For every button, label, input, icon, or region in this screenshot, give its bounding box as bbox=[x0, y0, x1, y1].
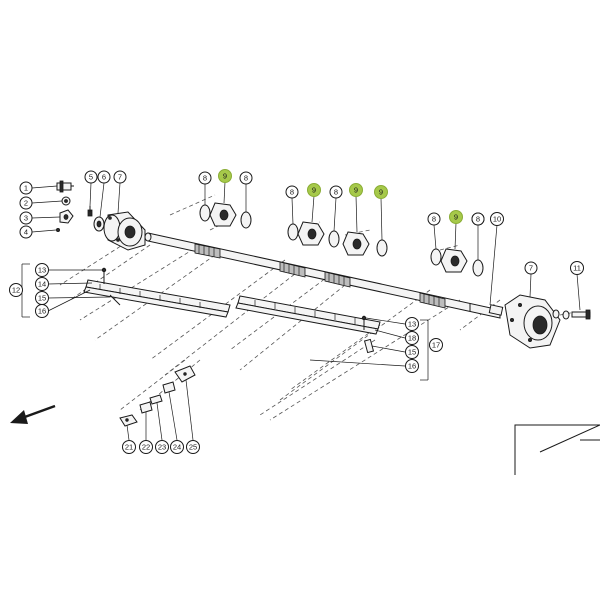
svg-text:24: 24 bbox=[173, 443, 181, 452]
callout-11: 11 bbox=[570, 261, 584, 275]
callout-8-a: 8 bbox=[198, 171, 212, 185]
svg-text:16: 16 bbox=[408, 362, 416, 371]
callout-4: 4 bbox=[19, 225, 33, 239]
callout-14: 14 bbox=[35, 277, 49, 291]
svg-text:18: 18 bbox=[408, 334, 416, 343]
callout-8-e: 8 bbox=[427, 212, 441, 226]
callout-25: 25 bbox=[186, 440, 200, 454]
svg-text:9: 9 bbox=[379, 188, 383, 197]
right-bolt-set bbox=[552, 309, 591, 320]
svg-text:8: 8 bbox=[244, 174, 248, 183]
svg-text:15: 15 bbox=[38, 294, 46, 303]
svg-text:3: 3 bbox=[24, 214, 28, 223]
svg-text:10: 10 bbox=[493, 215, 501, 224]
callout-16-right: 16 bbox=[405, 359, 419, 373]
svg-text:11: 11 bbox=[573, 264, 581, 273]
svg-text:2: 2 bbox=[24, 199, 28, 208]
svg-text:13: 13 bbox=[38, 266, 46, 275]
callout-3: 3 bbox=[19, 211, 33, 225]
callout-15-left: 15 bbox=[35, 291, 49, 305]
callout-5: 5 bbox=[84, 170, 98, 184]
sprocket-hub-3 bbox=[342, 231, 388, 257]
callout-8-d: 8 bbox=[329, 185, 343, 199]
left-bearing-flange bbox=[103, 211, 146, 251]
callout-13-left: 13 bbox=[35, 263, 49, 277]
direction-arrow-icon bbox=[10, 404, 56, 424]
callout-18: 18 bbox=[405, 331, 419, 345]
corner-frame-fragment bbox=[514, 424, 600, 475]
svg-text:5: 5 bbox=[89, 173, 93, 182]
svg-text:15: 15 bbox=[408, 348, 416, 357]
svg-text:6: 6 bbox=[102, 173, 106, 182]
bolt-set-left bbox=[56, 180, 74, 232]
svg-text:4: 4 bbox=[24, 228, 28, 237]
svg-text:21: 21 bbox=[125, 443, 133, 452]
svg-text:9: 9 bbox=[454, 213, 458, 222]
callout-1: 1 bbox=[19, 181, 33, 195]
svg-text:7: 7 bbox=[529, 264, 533, 273]
callout-7-right: 7 bbox=[524, 261, 538, 275]
callout-8-b: 8 bbox=[239, 171, 253, 185]
callout-8-c: 8 bbox=[285, 185, 299, 199]
svg-text:8: 8 bbox=[334, 188, 338, 197]
main-shaft bbox=[144, 232, 504, 319]
callout-9-b: 9 bbox=[307, 183, 321, 197]
svg-text:25: 25 bbox=[189, 443, 197, 452]
svg-text:8: 8 bbox=[476, 215, 480, 224]
callouts: 1 2 3 4 5 6 7 8 9 8 8 9 8 9 9 8 8 9 8 10… bbox=[9, 169, 584, 454]
wiper-strip-left bbox=[83, 267, 231, 318]
svg-text:7: 7 bbox=[118, 173, 122, 182]
svg-text:9: 9 bbox=[223, 172, 227, 181]
svg-text:16: 16 bbox=[38, 307, 46, 316]
wiper-strip-right bbox=[235, 295, 381, 354]
svg-text:22: 22 bbox=[142, 443, 150, 452]
left-seal-ring bbox=[93, 216, 105, 232]
callout-7-left: 7 bbox=[113, 170, 127, 184]
callout-9-c: 9 bbox=[349, 183, 363, 197]
callout-6: 6 bbox=[97, 170, 111, 184]
callout-10: 10 bbox=[490, 212, 504, 226]
svg-text:12: 12 bbox=[12, 286, 20, 295]
callout-22: 22 bbox=[139, 440, 153, 454]
callout-9-a: 9 bbox=[218, 169, 232, 183]
callout-21: 21 bbox=[122, 440, 136, 454]
svg-text:23: 23 bbox=[158, 443, 166, 452]
callout-24: 24 bbox=[170, 440, 184, 454]
svg-text:13: 13 bbox=[408, 320, 416, 329]
callout-23: 23 bbox=[155, 440, 169, 454]
callout-15-right: 15 bbox=[405, 345, 419, 359]
left-grease-nipple bbox=[87, 206, 93, 217]
svg-text:14: 14 bbox=[38, 280, 46, 289]
leader-lines bbox=[21, 181, 581, 441]
callout-8-g: 8 bbox=[471, 212, 485, 226]
sprocket-hub-4 bbox=[430, 248, 484, 277]
svg-text:17: 17 bbox=[432, 341, 440, 350]
svg-text:1: 1 bbox=[24, 184, 28, 193]
callout-2: 2 bbox=[19, 196, 33, 210]
callout-9-d: 9 bbox=[374, 185, 388, 199]
sprocket-hub-2 bbox=[287, 221, 340, 248]
sprocket-hub-1 bbox=[199, 202, 252, 229]
callout-13-right: 13 bbox=[405, 317, 419, 331]
callout-9-e: 9 bbox=[449, 210, 463, 224]
svg-text:9: 9 bbox=[354, 186, 358, 195]
callout-17: 17 bbox=[429, 338, 443, 352]
svg-text:8: 8 bbox=[432, 215, 436, 224]
shaft-spline-sections bbox=[194, 243, 446, 309]
svg-text:8: 8 bbox=[290, 188, 294, 197]
callout-12: 12 bbox=[9, 283, 23, 297]
callout-16-left: 16 bbox=[35, 304, 49, 318]
clamp-parts bbox=[119, 365, 196, 427]
svg-text:9: 9 bbox=[312, 186, 316, 195]
svg-text:8: 8 bbox=[203, 174, 207, 183]
right-bearing-flange bbox=[504, 294, 561, 349]
